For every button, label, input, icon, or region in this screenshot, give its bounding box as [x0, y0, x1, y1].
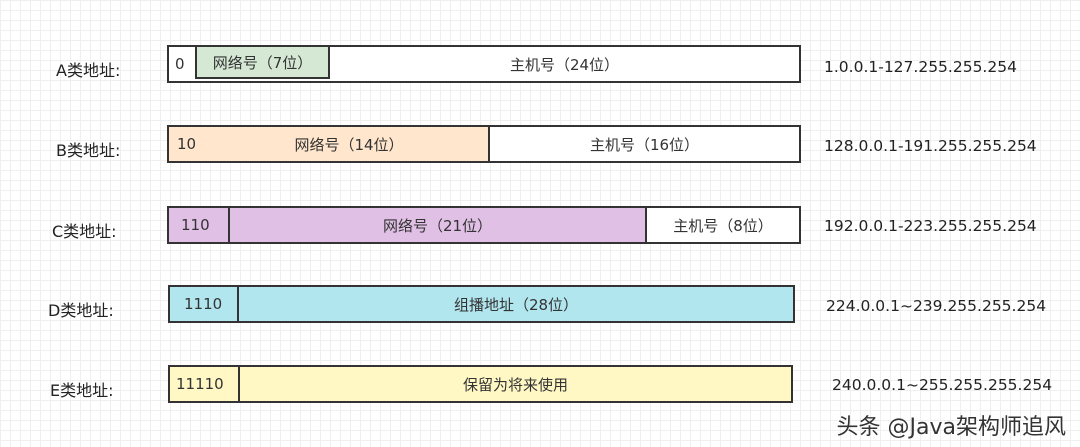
row-a-label: A类地址:: [56, 61, 121, 80]
row-a-range: 1.0.0.1-127.255.255.254: [824, 58, 1017, 76]
row-a-bar: 0 网络号（7位） 主机号（24位）: [167, 45, 801, 83]
row-c-label: C类地址:: [52, 222, 117, 241]
row-b-host-segment: 主机号（16位）: [488, 127, 799, 161]
row-e-reserved-segment: 保留为将来使用: [238, 367, 791, 401]
row-e-bar: 11110 保留为将来使用: [168, 365, 793, 403]
row-a-network-segment: 网络号（7位）: [195, 45, 330, 79]
row-e-label: E类地址:: [50, 381, 114, 400]
row-b-network-segment: 网络号（14位）: [210, 127, 488, 161]
row-c-class-bits: 110: [169, 208, 228, 242]
row-a-host-segment: 主机号（24位）: [330, 47, 799, 81]
row-d-label: D类地址:: [48, 301, 114, 320]
row-b-class-bits: 10: [169, 127, 210, 161]
row-a-class-bits: 0: [169, 47, 195, 81]
row-b-bar: 10 网络号（14位） 主机号（16位）: [167, 125, 801, 163]
row-b-label: B类地址:: [56, 141, 121, 160]
row-c-range: 192.0.0.1-223.255.255.254: [824, 217, 1037, 235]
row-c-network-segment: 网络号（21位）: [228, 208, 645, 242]
row-d-bar: 1110 组播地址（28位）: [168, 285, 795, 323]
row-d-range: 224.0.0.1~239.255.255.254: [826, 297, 1047, 315]
row-e-range: 240.0.0.1~255.255.255.254: [832, 376, 1053, 394]
watermark: 头条 @Java架构师追风: [836, 415, 1066, 440]
row-c-bar: 110 网络号（21位） 主机号（8位）: [167, 206, 801, 244]
row-d-class-bits: 1110: [170, 287, 237, 321]
row-b-range: 128.0.0.1-191.255.255.254: [824, 137, 1037, 155]
row-d-network-segment: 组播地址（28位）: [237, 287, 793, 321]
row-e-class-bits: 11110: [170, 367, 238, 401]
row-c-host-segment: 主机号（8位）: [645, 208, 799, 242]
